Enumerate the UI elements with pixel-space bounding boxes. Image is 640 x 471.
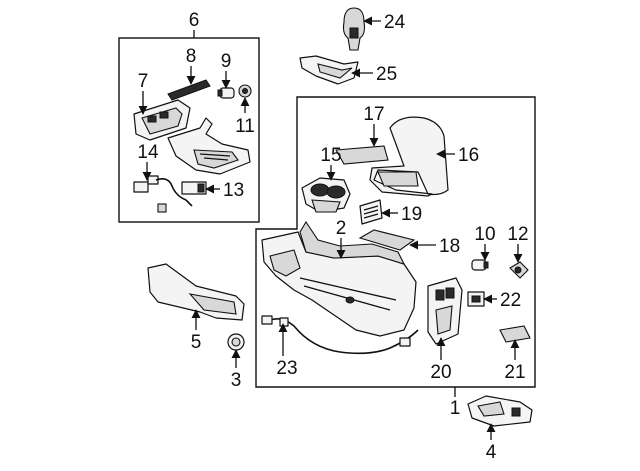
- callout-14: 14: [137, 142, 159, 163]
- callout-1: 1: [450, 398, 461, 419]
- callout-19: 19: [401, 204, 422, 225]
- callout-18: 18: [439, 236, 460, 257]
- pad-part[interactable]: [358, 229, 416, 251]
- mat-part[interactable]: [335, 145, 389, 165]
- console-trim-plate-part[interactable]: [167, 117, 251, 175]
- group-box-6: [118, 37, 260, 223]
- callout-5: 5: [191, 332, 202, 353]
- lamp-2-part[interactable]: [471, 259, 489, 271]
- main-console-part[interactable]: [261, 220, 417, 337]
- callout-12: 12: [507, 224, 528, 245]
- callout-20: 20: [430, 362, 451, 383]
- module-part[interactable]: [181, 181, 207, 195]
- callout-23: 23: [276, 358, 297, 379]
- rear-panel-part[interactable]: [427, 277, 463, 345]
- callout-24: 24: [384, 12, 406, 33]
- bracket-part[interactable]: [467, 395, 533, 427]
- trim-strip-part[interactable]: [167, 79, 211, 101]
- callout-16: 16: [458, 145, 479, 166]
- callout-21: 21: [504, 362, 525, 383]
- wiring-harness-part[interactable]: [261, 315, 419, 355]
- callout-9: 9: [221, 51, 232, 72]
- shift-knob-part[interactable]: [342, 7, 366, 51]
- armrest-lid-part[interactable]: [369, 116, 449, 197]
- callout-8: 8: [186, 46, 197, 67]
- insert-part[interactable]: [359, 199, 383, 225]
- callout-4: 4: [486, 442, 497, 463]
- module-2-part[interactable]: [467, 291, 485, 307]
- callout-17: 17: [363, 104, 384, 125]
- harness-part[interactable]: [133, 175, 193, 213]
- cup-holder-part[interactable]: [301, 177, 351, 213]
- callout-13: 13: [223, 180, 244, 201]
- callout-3: 3: [231, 370, 242, 391]
- callout-25: 25: [376, 64, 397, 85]
- callout-22: 22: [500, 290, 521, 311]
- shift-bezel-part[interactable]: [299, 55, 359, 85]
- callout-15: 15: [320, 145, 341, 166]
- callout-2: 2: [336, 218, 347, 239]
- socket-2-part[interactable]: [509, 261, 529, 279]
- cap-part[interactable]: [227, 333, 245, 351]
- group-box-1: [255, 96, 536, 388]
- callout-10: 10: [474, 224, 495, 245]
- side-panel-part[interactable]: [147, 263, 245, 321]
- callout-11: 11: [235, 116, 255, 137]
- callout-7: 7: [138, 71, 149, 92]
- mat-2-part[interactable]: [499, 325, 531, 343]
- socket-part[interactable]: [238, 84, 252, 98]
- switch-panel-part[interactable]: [133, 99, 191, 141]
- callout-6: 6: [189, 10, 200, 31]
- lamp-part[interactable]: [217, 87, 235, 99]
